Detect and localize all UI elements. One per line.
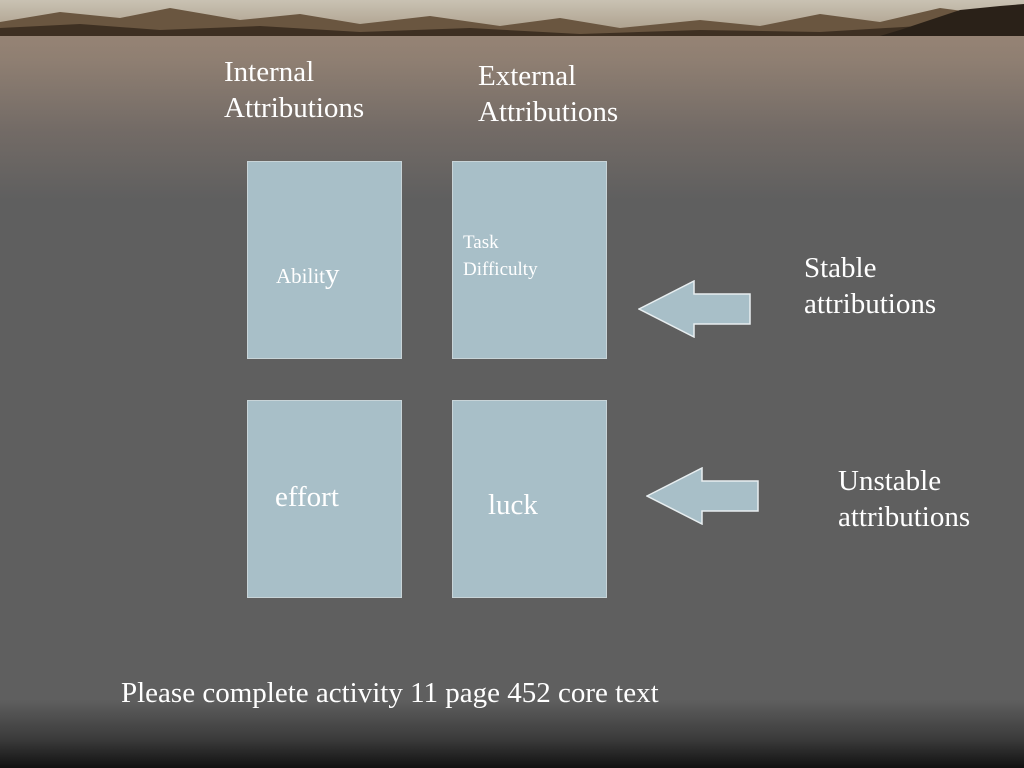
landscape-banner — [0, 0, 1024, 36]
stable-line1: Stable — [804, 252, 877, 284]
external-heading-line2: Attributions — [478, 96, 619, 129]
internal-attributions-heading: Internal Attributions — [224, 54, 364, 127]
luck-label: luck — [488, 489, 538, 521]
external-heading-line1: External — [478, 60, 577, 92]
internal-heading-line2: Attributions — [224, 92, 365, 125]
stable-attributions-label: Stable attributions — [804, 250, 936, 323]
task-difficulty-line2: Difficulty — [463, 258, 538, 280]
stable-line2: attributions — [804, 288, 937, 321]
ability-label: Ability — [276, 258, 340, 291]
footer-instruction: Please complete activity 11 page 452 cor… — [121, 677, 659, 709]
task-difficulty-box: Task Difficulty — [452, 161, 607, 359]
left-arrow-icon — [638, 280, 751, 338]
luck-box: luck — [452, 400, 607, 598]
unstable-line2: attributions — [838, 501, 971, 534]
left-arrow-icon — [646, 467, 759, 525]
effort-box: effort — [247, 400, 402, 598]
unstable-attributions-label: Unstable attributions — [838, 463, 970, 536]
ability-label-tail: y — [325, 258, 340, 290]
task-difficulty-label: Task Difficulty — [463, 230, 538, 283]
effort-label: effort — [275, 481, 339, 513]
ability-label-main: Abilit — [276, 264, 326, 288]
task-difficulty-line1: Task — [463, 232, 499, 253]
internal-heading-line1: Internal — [224, 56, 315, 88]
external-attributions-heading: External Attributions — [478, 58, 618, 131]
ability-box: Ability — [247, 161, 402, 359]
unstable-line1: Unstable — [838, 465, 942, 497]
